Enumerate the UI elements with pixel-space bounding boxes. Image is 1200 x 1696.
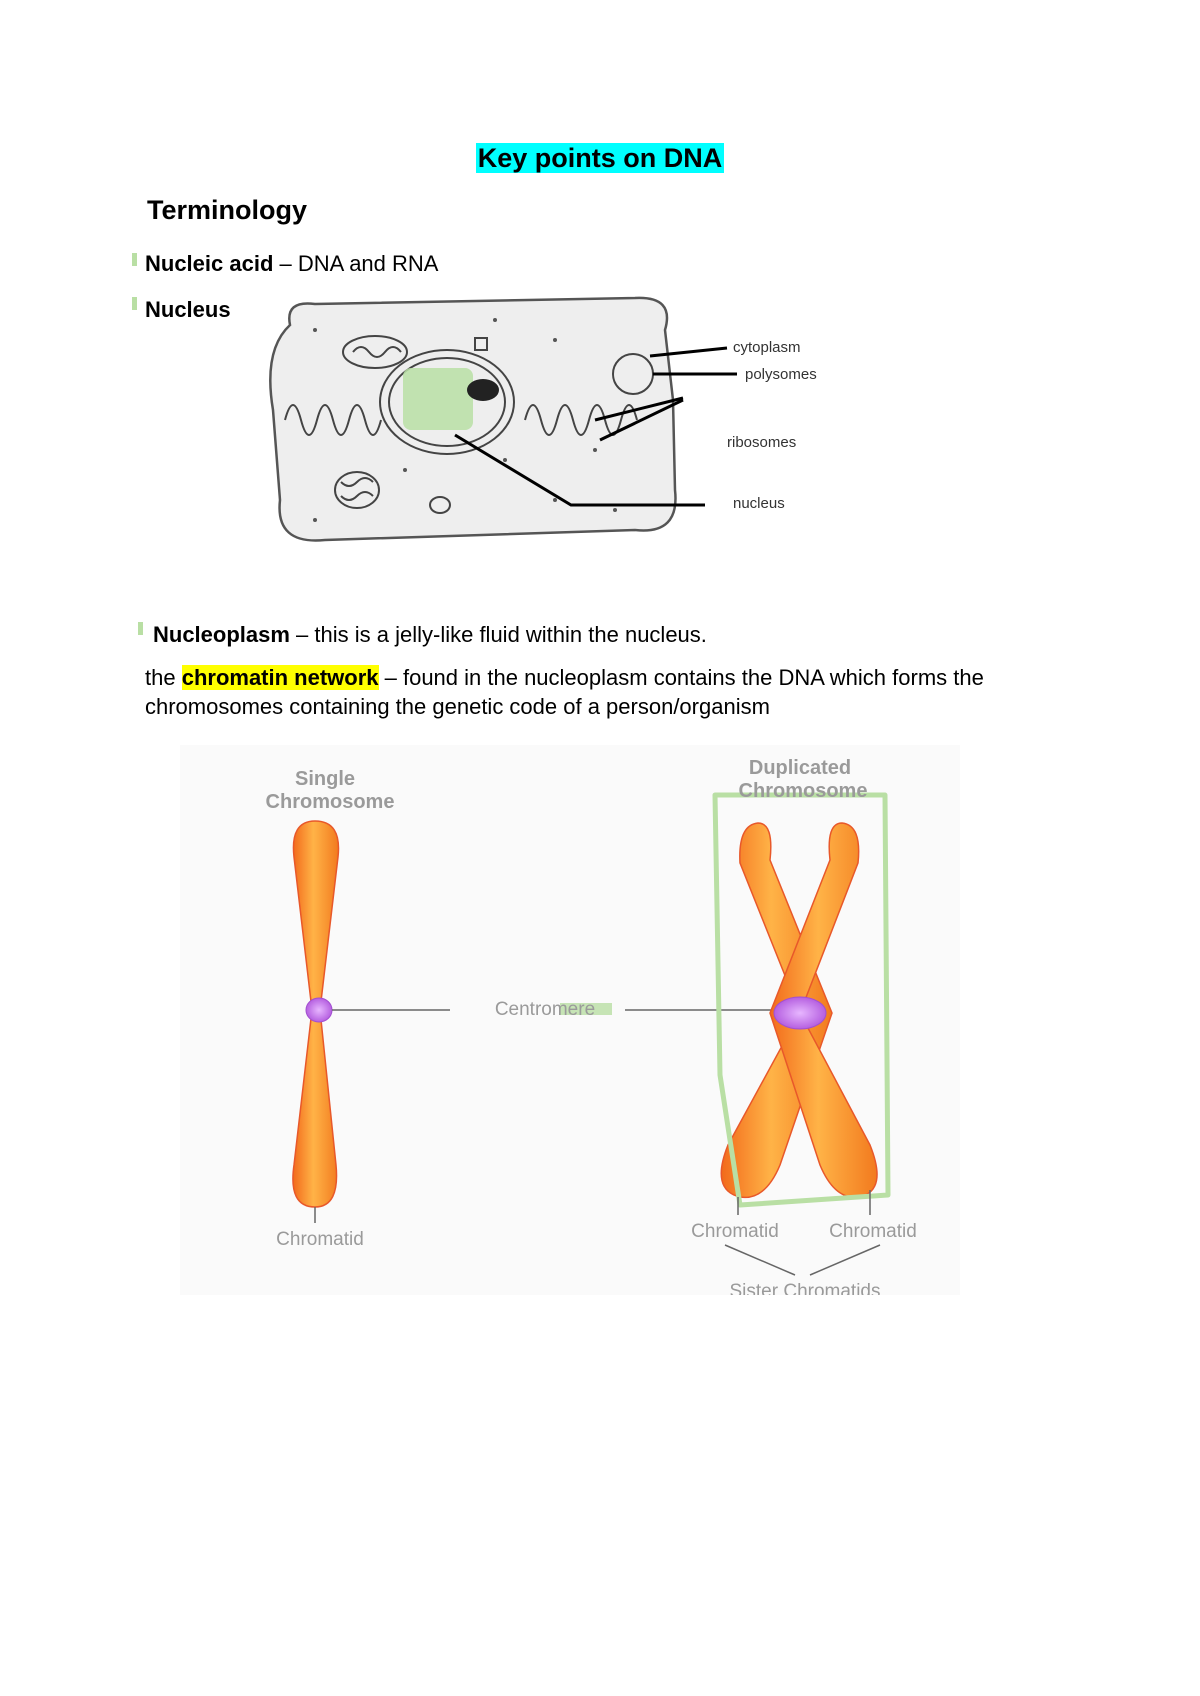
single-title-line2: Chromosome bbox=[266, 791, 395, 813]
centromere-label: Centromere bbox=[495, 999, 595, 1020]
list-item-nucleic-acid: Nucleic acid – DNA and RNA bbox=[132, 251, 439, 277]
term: Nucleus bbox=[145, 297, 231, 322]
definition: – this is a jelly-like fluid within the … bbox=[289, 622, 707, 647]
cell-diagram: cytoplasm polysomes ribosomes nucleus bbox=[269, 296, 817, 542]
green-bullet bbox=[138, 622, 143, 635]
duplicated-title-line1: Duplicated bbox=[749, 757, 851, 779]
single-title-line1: Single bbox=[295, 768, 355, 790]
term: Nucleoplasm bbox=[153, 622, 290, 647]
nucleus-label: nucleus bbox=[733, 495, 785, 512]
page-title: Key points on DNA bbox=[0, 143, 1200, 174]
cytoplasm-label: cytoplasm bbox=[733, 339, 801, 356]
chromosome-diagram: Single Chromosome Chromatid Centromere D… bbox=[180, 745, 960, 1295]
text-after: – found in the nucleoplasm contains the … bbox=[145, 665, 984, 719]
section-heading: Terminology bbox=[147, 195, 308, 225]
green-annotation-outline bbox=[712, 792, 891, 1208]
single-chromosome bbox=[292, 820, 450, 1223]
duplicated-chromosome bbox=[712, 792, 891, 1276]
term: Nucleic acid bbox=[145, 251, 274, 276]
text-before: the bbox=[145, 665, 182, 690]
polysomes-label: polysomes bbox=[745, 366, 817, 383]
green-annotation bbox=[560, 1003, 612, 1015]
right-chromatid-label: Chromatid bbox=[829, 1221, 917, 1242]
duplicated-title-line2: Chromosome bbox=[739, 780, 868, 802]
single-chromatid-label: Chromatid bbox=[276, 1229, 364, 1250]
green-bullet bbox=[132, 253, 137, 266]
ribosomes-label: ribosomes bbox=[727, 434, 796, 451]
list-item-nucleus: Nucleus bbox=[132, 297, 231, 323]
left-chromatid-label: Chromatid bbox=[691, 1221, 779, 1242]
sister-chromatids-label: Sister Chromatids bbox=[730, 1281, 881, 1295]
green-bullet bbox=[132, 297, 137, 310]
highlighted-term: chromatin network bbox=[181, 665, 379, 690]
definition: – DNA and RNA bbox=[273, 251, 439, 276]
list-item-nucleoplasm: Nucleoplasm – this is a jelly-like fluid… bbox=[138, 622, 707, 648]
chromatin-paragraph: the chromatin network – found in the nuc… bbox=[145, 663, 1005, 721]
green-annotation bbox=[403, 368, 473, 430]
title-text: Key points on DNA bbox=[475, 143, 725, 173]
